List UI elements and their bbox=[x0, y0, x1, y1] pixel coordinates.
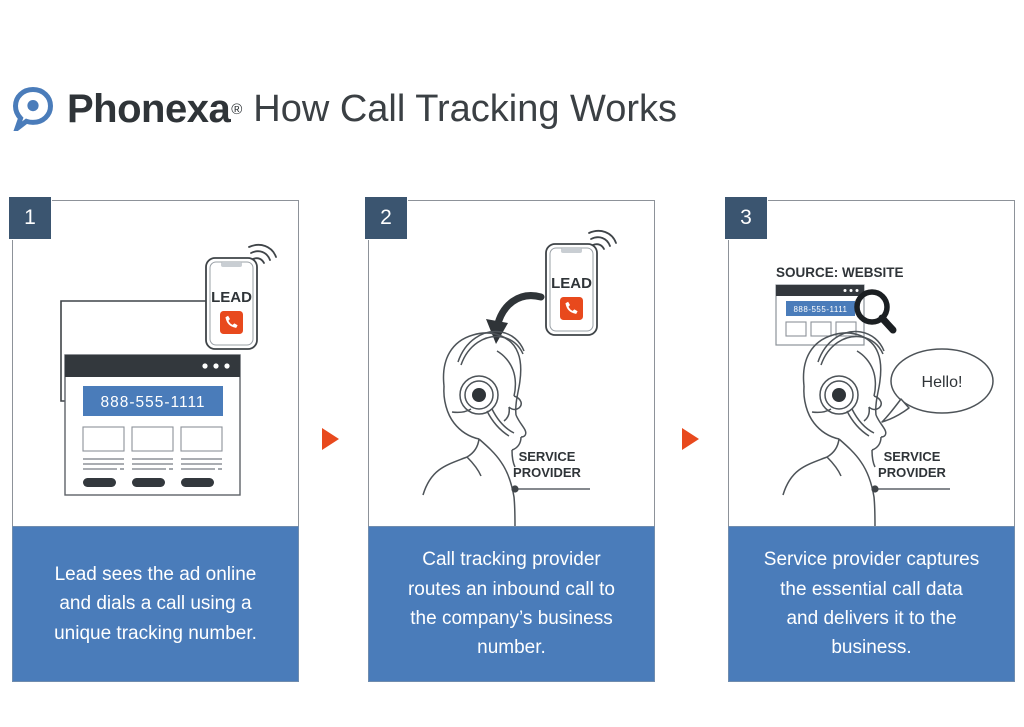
step-number-badge-1: 1 bbox=[9, 197, 51, 239]
agent-label-line-1: SERVICE bbox=[519, 449, 576, 464]
phone-lead-label: LEAD bbox=[211, 289, 252, 306]
step-number-badge-3: 3 bbox=[725, 197, 767, 239]
phone-lead-label: LEAD bbox=[551, 275, 592, 292]
registered-trademark-mark: ® bbox=[231, 100, 243, 118]
triangle-right-icon bbox=[682, 428, 699, 450]
agent-label-line-2: PROVIDER bbox=[878, 465, 947, 480]
agent-label-line-1: SERVICE bbox=[884, 449, 941, 464]
caption-line: Lead sees the ad online bbox=[54, 563, 257, 585]
tracking-number-banner: 888-555-1111 bbox=[793, 305, 847, 314]
step-panel-1: LEAD 888-555-1111 bbox=[9, 197, 299, 682]
source-label: SOURCE: WEBSITE bbox=[776, 265, 904, 280]
caption-line: Call tracking provider bbox=[422, 549, 601, 571]
step-3-illustration: SOURCE: WEBSITE 888-555-1111 bbox=[725, 197, 1015, 527]
caption-line: unique tracking number. bbox=[54, 622, 257, 644]
phone-handset-icon bbox=[560, 297, 583, 320]
step-1-artwork: LEAD 888-555-1111 bbox=[60, 244, 277, 496]
step-caption-1: Lead sees the ad online and dials a call… bbox=[12, 526, 299, 682]
step-panel-2: LEAD bbox=[365, 197, 655, 682]
magnifying-glass-icon bbox=[854, 289, 897, 334]
step-3-artwork: SOURCE: WEBSITE 888-555-1111 bbox=[775, 265, 994, 527]
agent-label-line-2: PROVIDER bbox=[513, 465, 582, 480]
caption-line: business. bbox=[831, 637, 912, 659]
caption-line: and delivers it to the bbox=[786, 608, 957, 629]
step-caption-2: Call tracking provider routes an inbound… bbox=[368, 526, 655, 682]
step-2-artwork: LEAD bbox=[422, 230, 617, 527]
caption-line: and dials a call using a bbox=[59, 593, 252, 615]
triangle-right-icon bbox=[322, 428, 339, 450]
caption-line: the company’s business bbox=[410, 608, 613, 629]
step-panel-3: SOURCE: WEBSITE 888-555-1111 bbox=[725, 197, 1015, 682]
page-header: Phonexa ® How Call Tracking Works bbox=[11, 78, 678, 140]
page-title: How Call Tracking Works bbox=[253, 88, 678, 130]
tracking-number-banner: 888-555-1111 bbox=[100, 394, 205, 411]
step-caption-3: Service provider captures the essential … bbox=[728, 526, 1015, 682]
speech-bubble-text: Hello! bbox=[922, 374, 963, 391]
brand-name: Phonexa bbox=[67, 87, 231, 131]
caption-line: routes an inbound call to bbox=[407, 578, 616, 600]
step-1-illustration: LEAD 888-555-1111 bbox=[9, 197, 299, 526]
speech-bubble: Hello! bbox=[881, 348, 994, 423]
step-2-illustration: LEAD bbox=[365, 197, 655, 527]
step-number-badge-2: 2 bbox=[365, 197, 407, 239]
phone-handset-icon bbox=[220, 311, 243, 334]
phonexa-pin-icon bbox=[11, 86, 54, 136]
caption-line: Service provider captures bbox=[763, 549, 980, 571]
caption-line: the essential call data bbox=[780, 578, 963, 600]
caption-line: number. bbox=[477, 637, 546, 659]
